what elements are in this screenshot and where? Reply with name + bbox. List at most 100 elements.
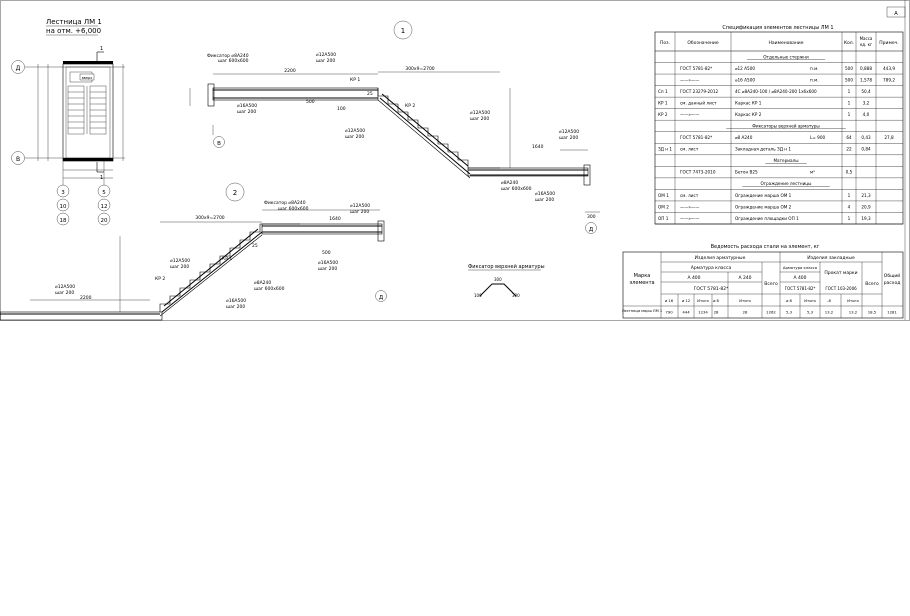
steel-rolled: Прокат марки xyxy=(824,270,857,276)
fixator-dim-300b: 300 xyxy=(512,293,520,298)
spec-cell-mass: 1,578 xyxy=(860,77,872,82)
s2-bar16-label: ⌀16А500 xyxy=(318,260,338,266)
axis-label-v: В xyxy=(16,156,20,163)
spec-cell-name: Ограждение марша ОМ 2 xyxy=(735,204,792,209)
steel-gost-arm: ГОСТ 5781-82* xyxy=(694,286,729,292)
spec-h-qty: Кол. xyxy=(844,40,854,46)
spec-cell-qty: 1 xyxy=(848,216,851,221)
spec-section-title: Ограждение лестницы xyxy=(761,181,812,186)
spec-cell-pos: ЗД н 1 xyxy=(658,147,672,152)
steel-emb-a400: А 400 xyxy=(793,275,806,281)
steel-value: 1281 xyxy=(887,310,897,315)
plan-section-mark-top: 1 xyxy=(100,46,103,52)
steel-value: 28 xyxy=(714,310,719,315)
spec-cell-pos: ОМ 2 xyxy=(658,204,669,209)
spec-cell-note: 443,9 xyxy=(883,66,895,71)
spec-row: Материалы xyxy=(655,158,903,167)
spec-cell-name: Бетон В25 xyxy=(735,170,758,175)
s1-bar12c-label: ⌀12А500 xyxy=(470,110,490,116)
spec-cell-mass: 3,2 xyxy=(863,101,870,106)
steel-value: 28 xyxy=(743,310,748,315)
spec-row: Фиксаторы верхней арматуры xyxy=(655,124,903,132)
axis-label-5: 5 xyxy=(102,190,106,196)
s1-bar16b-step: шаг 200 xyxy=(535,197,554,203)
section-1-drawing: 1 Фиксатор ⌀8А240 шаг 600х600 ⌀12А500 ша… xyxy=(189,20,600,234)
plan-bottom-axes: 3 5 10 12 18 20 xyxy=(56,161,111,226)
steel-col-label: ⌀ 8 xyxy=(786,298,792,303)
plan-up-label: вверх xyxy=(82,76,93,80)
spec-cell-mass: 21,3 xyxy=(861,193,871,198)
section-2-number: 2 xyxy=(233,189,237,197)
spec-cell-mass: 0,888 xyxy=(860,66,872,71)
steel-value: 1234 xyxy=(698,310,708,315)
spec-cell-name: Ограждение марша ОМ 1 xyxy=(735,193,792,198)
section-2-number-circle xyxy=(225,182,245,202)
spec-cell-doc: ——»—— xyxy=(680,77,699,82)
spec-cell-unit: м³ xyxy=(810,170,815,175)
steel-col-label: Итого xyxy=(739,298,751,303)
spec-cell-doc: см. лист xyxy=(680,193,699,198)
s2-dim-run: 300х9=2700 xyxy=(195,215,224,221)
spec-h-doc: Обозначение xyxy=(687,40,718,46)
s1-dim-1640: 1640 xyxy=(532,144,544,150)
s2-kp1-label: КР 1 xyxy=(222,256,232,262)
axis-label-10: 10 xyxy=(60,204,67,210)
spec-cell-qty: 500 xyxy=(845,66,853,71)
axis-label-18: 18 xyxy=(60,218,67,224)
section-1-number-circle xyxy=(393,20,413,40)
spec-cell-note: 27,8 xyxy=(884,135,894,140)
s2-dim-500: 500 xyxy=(322,250,331,256)
s1-bar12-step: шаг 200 xyxy=(316,58,335,64)
spec-section-title: Отдельные стержни xyxy=(763,54,809,59)
s1-bar8-label: ⌀8А240 xyxy=(501,180,518,186)
s2-bar12b-label: ⌀12А500 xyxy=(170,258,190,264)
steel-arm-class: Арматура класса xyxy=(691,265,732,271)
spec-cell-name: ⌀12 А500 xyxy=(735,66,755,71)
corner-mark: А xyxy=(894,11,898,17)
spec-h-pos: Поз. xyxy=(660,40,670,46)
steel-value: 1262 xyxy=(766,310,776,315)
spec-cell-qty: 1 xyxy=(848,193,851,198)
s2-bar16b-label: ⌀16А500 xyxy=(226,298,246,304)
s1-bar16-label: ⌀16А500 xyxy=(237,103,257,109)
axis-circle-d xyxy=(11,60,25,74)
s1-kp1-label: КР 1 xyxy=(350,77,360,83)
spec-cell-mass: 0,84 xyxy=(861,147,871,152)
s1-fixator-step: шаг 600х600 xyxy=(218,58,249,64)
spec-h-mass-unit: ед. кг xyxy=(860,42,872,47)
spec-cell-name: Каркас КР 2 xyxy=(735,112,762,117)
spec-cell-qty: 1 xyxy=(848,89,851,94)
steel-col-label: ⌀ 16 xyxy=(665,298,674,303)
s1-bar12b-label: ⌀12А500 xyxy=(345,128,365,134)
fixator-detail: Фиксатор верхней арматуры 100 300 300 xyxy=(468,263,545,298)
fixator-detail-title: Фиксатор верхней арматуры xyxy=(468,263,545,270)
spec-cell-name: 4С ⌀8А240-100 / ⌀8А240-200 1х6х600 xyxy=(735,89,817,94)
s1-bar16-step: шаг 200 xyxy=(237,109,256,115)
s2-fixator-label: Фиксатор ⌀8А240 xyxy=(264,200,306,206)
steel-emb-class: Арматура класса xyxy=(783,265,817,270)
spec-cell-mass: 20,9 xyxy=(861,204,871,209)
spec-cell-qty: 64 xyxy=(846,135,852,140)
s1-bar12c-step: шаг 200 xyxy=(470,116,489,122)
s2-bar16b-step: шаг 200 xyxy=(226,304,245,310)
steel-col-label: ⌀ 8 xyxy=(713,298,719,303)
s2-kp2-label: КР 2 xyxy=(155,276,165,282)
s2-dim-2200: 2200 xyxy=(80,295,92,301)
steel-col-label: -8 xyxy=(827,298,831,303)
spec-cell-doc: ГОСТ 7473-2010 xyxy=(680,170,716,175)
s1-dim-25: 25 xyxy=(367,91,373,97)
steel-gost-emb2: ГОСТ 103-2006 xyxy=(825,286,857,291)
s2-dim-1640: 1640 xyxy=(329,216,341,222)
spec-cell-doc: ——»—— xyxy=(680,216,699,221)
spec-cell-unit: п.м. xyxy=(810,66,819,71)
spec-cell-mass: 4,0 xyxy=(863,112,870,117)
